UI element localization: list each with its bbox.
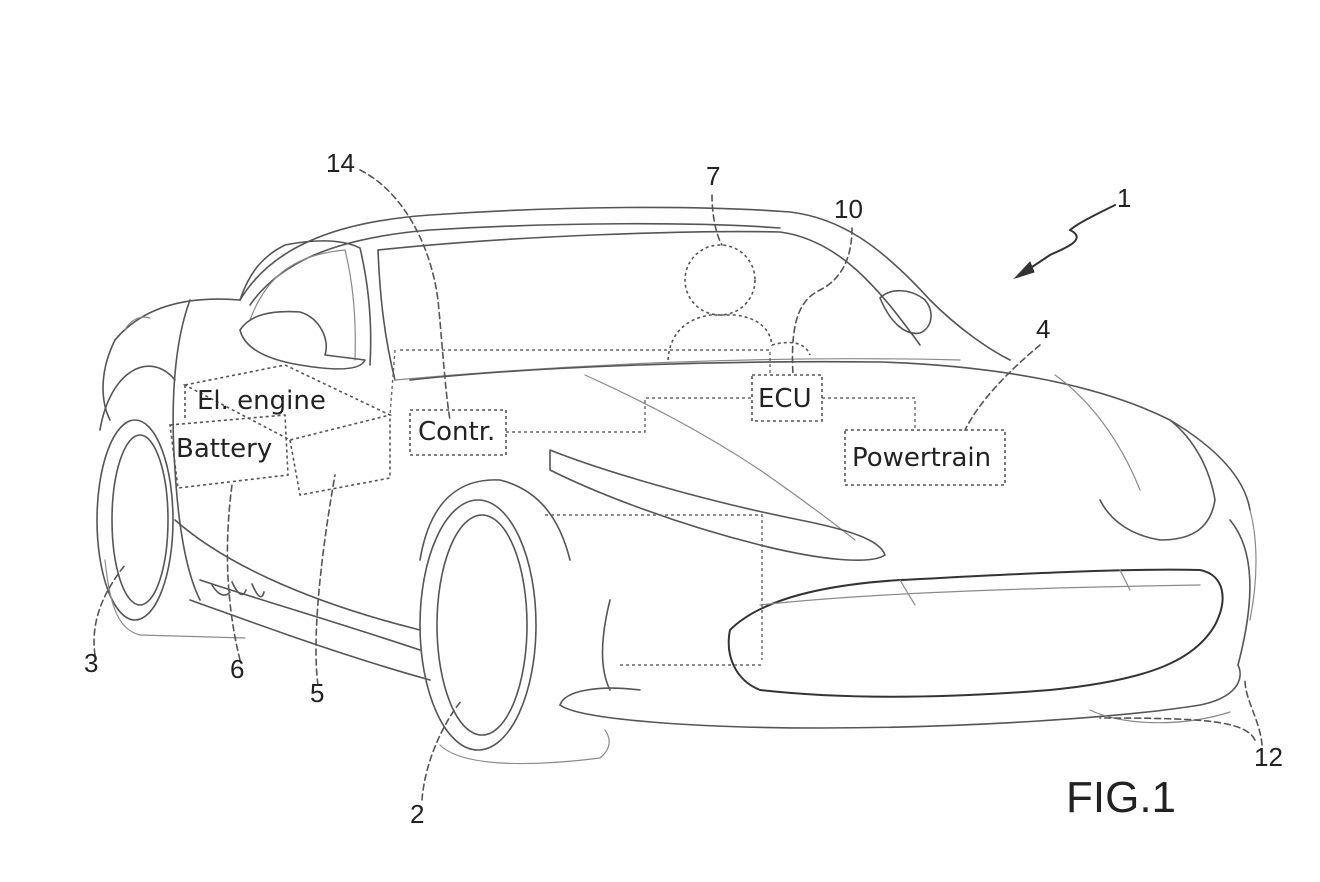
numeral-6: 6	[230, 654, 244, 684]
numeral-1: 1	[1117, 183, 1131, 213]
rear-wheel	[96, 365, 246, 639]
numeral-7: 7	[706, 161, 720, 191]
numeral-14: 14	[326, 148, 355, 178]
front-wheel	[419, 479, 610, 765]
el-engine-label: El. engine	[197, 386, 326, 416]
leader-lines	[93, 169, 1263, 801]
numeral-5: 5	[310, 678, 324, 708]
powertrain-label: Powertrain	[852, 443, 991, 473]
figure-title: FIG.1	[1066, 773, 1176, 822]
controller-label: Contr.	[418, 417, 495, 447]
component-boxes	[169, 349, 1006, 666]
numeral-2: 2	[410, 799, 424, 829]
ecu-label: ECU	[758, 384, 812, 414]
numeral-4: 4	[1036, 314, 1050, 344]
battery-label: Battery	[176, 434, 272, 464]
numeral-10: 10	[834, 194, 863, 224]
numeral-3: 3	[84, 648, 98, 678]
driver-outline	[667, 244, 811, 361]
car-body	[102, 206, 1257, 729]
numeral-12: 12	[1254, 742, 1283, 772]
